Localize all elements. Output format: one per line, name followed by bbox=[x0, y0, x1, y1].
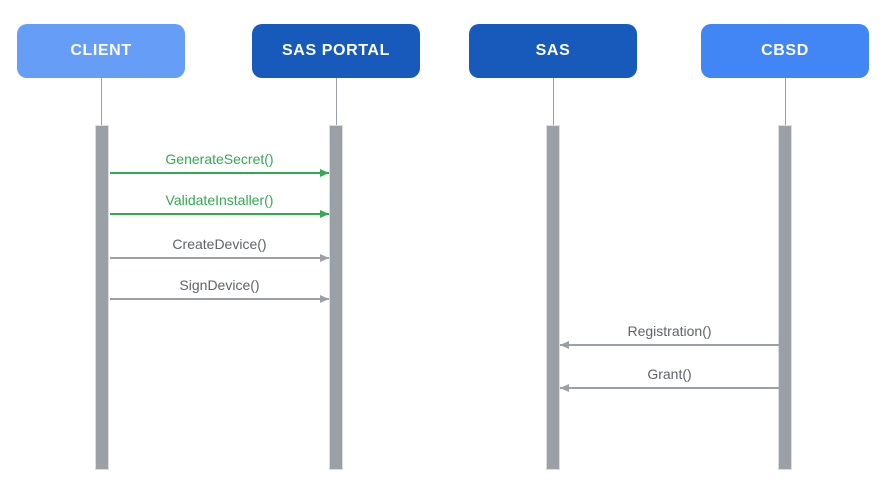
message-validate-installer-label: ValidateInstaller() bbox=[165, 192, 274, 208]
activation-bar-client bbox=[95, 125, 109, 470]
arrow-left-icon bbox=[560, 341, 779, 349]
actor-client-label: CLIENT bbox=[70, 42, 132, 59]
actor-sas: SAS bbox=[469, 24, 637, 78]
lifeline-sas-portal bbox=[336, 78, 337, 125]
arrow-right-icon bbox=[110, 254, 329, 262]
actor-sas-label: SAS bbox=[535, 42, 571, 59]
actor-cbsd-label: CBSD bbox=[761, 42, 809, 59]
arrowhead-right-icon bbox=[320, 254, 329, 262]
message-sign-device: SignDevice() bbox=[110, 277, 329, 303]
message-validate-installer: ValidateInstaller() bbox=[110, 192, 329, 218]
activation-bar-cbsd bbox=[778, 125, 792, 470]
lifeline-cbsd bbox=[785, 78, 786, 125]
message-grant-label: Grant() bbox=[647, 366, 692, 382]
actor-sas-portal: SAS PORTAL bbox=[252, 24, 420, 78]
message-grant: Grant() bbox=[560, 366, 779, 392]
activation-bar-sas-portal bbox=[329, 125, 343, 470]
message-registration-label: Registration() bbox=[627, 323, 712, 339]
arrow-right-icon bbox=[110, 295, 329, 303]
arrowhead-left-icon bbox=[560, 341, 569, 349]
message-create-device: CreateDevice() bbox=[110, 236, 329, 262]
arrow-right-icon bbox=[110, 169, 329, 177]
arrow-left-icon bbox=[560, 384, 779, 392]
arrowhead-right-icon bbox=[320, 295, 329, 303]
arrowhead-right-icon bbox=[320, 169, 329, 177]
message-generate-secret: GenerateSecret() bbox=[110, 151, 329, 177]
message-generate-secret-label: GenerateSecret() bbox=[165, 151, 274, 167]
activation-bar-sas bbox=[546, 125, 560, 470]
arrowhead-left-icon bbox=[560, 384, 569, 392]
actor-sas-portal-label: SAS PORTAL bbox=[282, 42, 390, 59]
actor-cbsd: CBSD bbox=[701, 24, 869, 78]
lifeline-sas bbox=[553, 78, 554, 125]
actor-client: CLIENT bbox=[17, 24, 185, 78]
message-registration: Registration() bbox=[560, 323, 779, 349]
message-create-device-label: CreateDevice() bbox=[172, 236, 267, 252]
message-sign-device-label: SignDevice() bbox=[179, 277, 260, 293]
arrowhead-right-icon bbox=[320, 210, 329, 218]
arrow-right-icon bbox=[110, 210, 329, 218]
lifeline-client bbox=[101, 78, 102, 125]
